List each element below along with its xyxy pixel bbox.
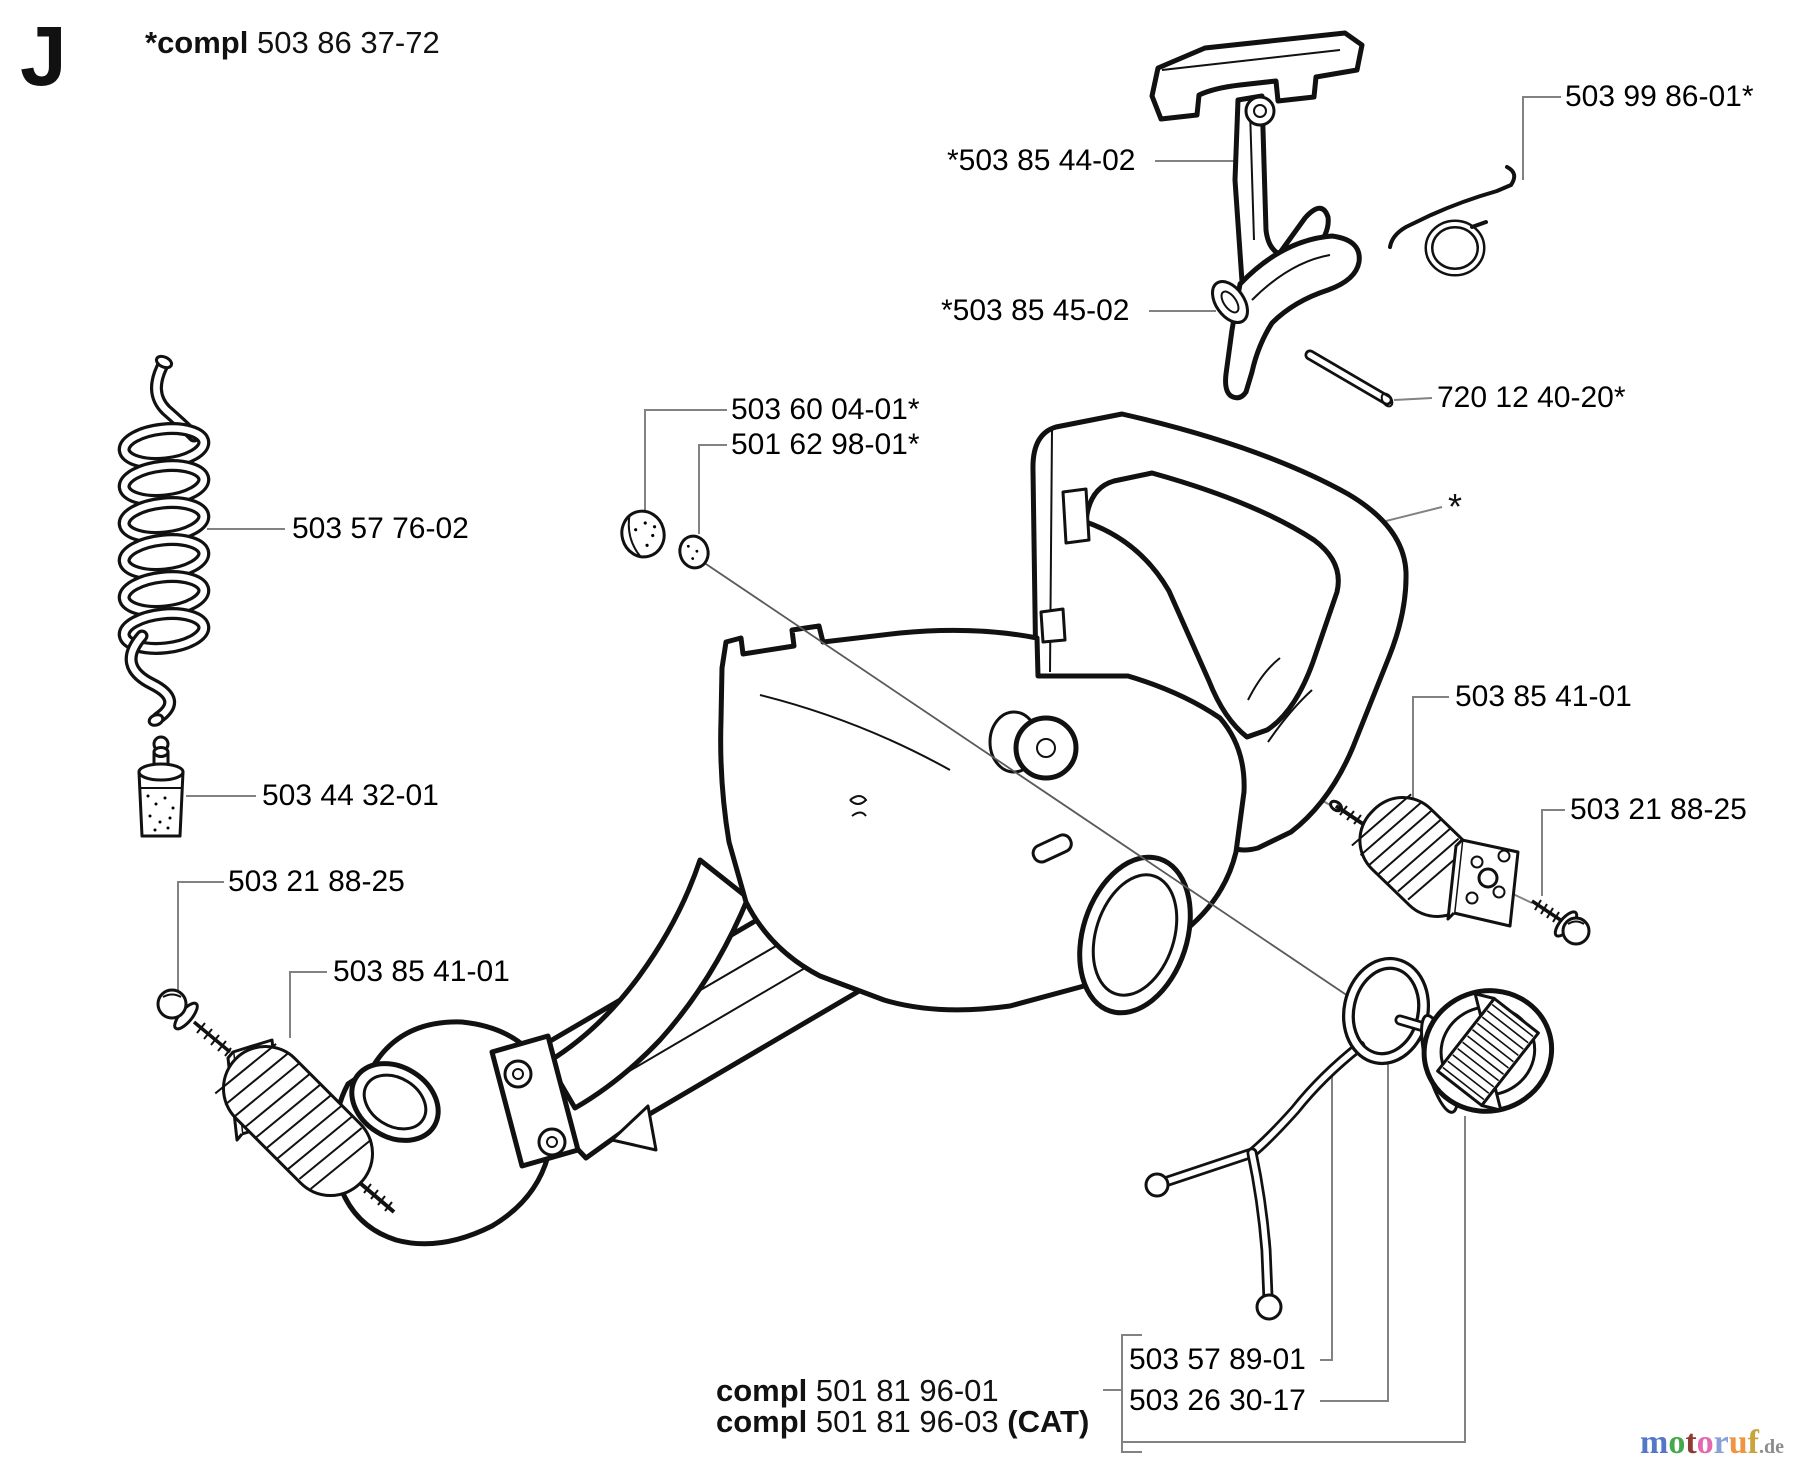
part-label-return-spring: 503 99 86-01* xyxy=(1565,80,1754,113)
header-compl-prefix: *compl xyxy=(145,25,249,60)
compl2-number: 501 81 96-03 xyxy=(807,1404,1008,1439)
logo-letter: o xyxy=(1668,1424,1686,1461)
throttle-return-spring xyxy=(1388,165,1517,277)
rear-handle xyxy=(1030,411,1409,853)
logo-letter: m xyxy=(1640,1424,1669,1461)
part-label-plug-small: 501 62 98-01* xyxy=(731,428,920,461)
cap-ring xyxy=(1341,956,1431,1066)
motoruf-logo: motoruf.de xyxy=(1640,1426,1784,1460)
logo-letter: o xyxy=(1696,1424,1714,1461)
grommet-large xyxy=(620,509,666,559)
handle-asterisk-note: * xyxy=(1448,486,1463,527)
part-label-throttle-lockout: *503 85 45-02 xyxy=(941,294,1130,327)
part-label-spring-rear: 503 85 41-01 xyxy=(1455,680,1632,713)
fuel-cap-retainer xyxy=(1144,1040,1366,1321)
logo-letter: f xyxy=(1747,1424,1759,1461)
assembly-compl-line1: compl 501 81 96-01 xyxy=(716,1375,999,1406)
rear-screw xyxy=(1531,899,1591,946)
compl2-cat-suffix: (CAT) xyxy=(1007,1404,1090,1439)
header-assembly-number: *compl 503 86 37-72 xyxy=(145,27,440,58)
part-label-plug-large: 503 60 04-01* xyxy=(731,393,920,426)
trigger-pin xyxy=(1304,349,1394,408)
logo-letter: t xyxy=(1685,1424,1697,1461)
fuel-hose-coil xyxy=(117,354,211,727)
tank-body xyxy=(718,623,1247,1016)
part-label-spring-front: 503 85 41-01 xyxy=(333,955,510,988)
part-label-fuel-filter: 503 44 32-01 xyxy=(262,779,439,812)
logo-letter: u xyxy=(1728,1424,1748,1461)
assembly-compl-line2: compl 501 81 96-03 (CAT) xyxy=(716,1406,1089,1437)
part-label-throttle-trigger: *503 85 44-02 xyxy=(947,144,1136,177)
figure-letter: J xyxy=(20,9,67,103)
logo-domain-suffix: .de xyxy=(1759,1436,1784,1458)
front-damper-spring xyxy=(214,1038,396,1214)
front-screw xyxy=(156,988,232,1057)
grommet-small xyxy=(678,534,710,570)
fuel-cap xyxy=(1420,988,1555,1114)
compl2-prefix: compl xyxy=(716,1404,808,1439)
part-label-screw-front: 503 21 88-25 xyxy=(228,865,405,898)
header-compl-number: 503 86 37-72 xyxy=(248,25,440,60)
leader-lines xyxy=(177,96,1565,1453)
compl1-prefix: compl xyxy=(716,1373,808,1408)
rear-damper-spring xyxy=(1329,793,1520,928)
throttle-lockout xyxy=(1211,233,1362,401)
part-label-fuel-cap: 503 26 30-17 xyxy=(1129,1384,1306,1417)
part-label-pin: 720 12 40-20* xyxy=(1437,381,1626,414)
part-label-fuel-hose: 503 57 76-02 xyxy=(292,512,469,545)
part-label-cap-retainer: 503 57 89-01 xyxy=(1129,1343,1306,1376)
assembly-axis-line xyxy=(702,561,1349,997)
part-label-screw-rear: 503 21 88-25 xyxy=(1570,793,1747,826)
compl1-number: 501 81 96-01 xyxy=(807,1373,999,1408)
fuel-filter xyxy=(137,735,185,838)
logo-letter: r xyxy=(1713,1424,1729,1461)
